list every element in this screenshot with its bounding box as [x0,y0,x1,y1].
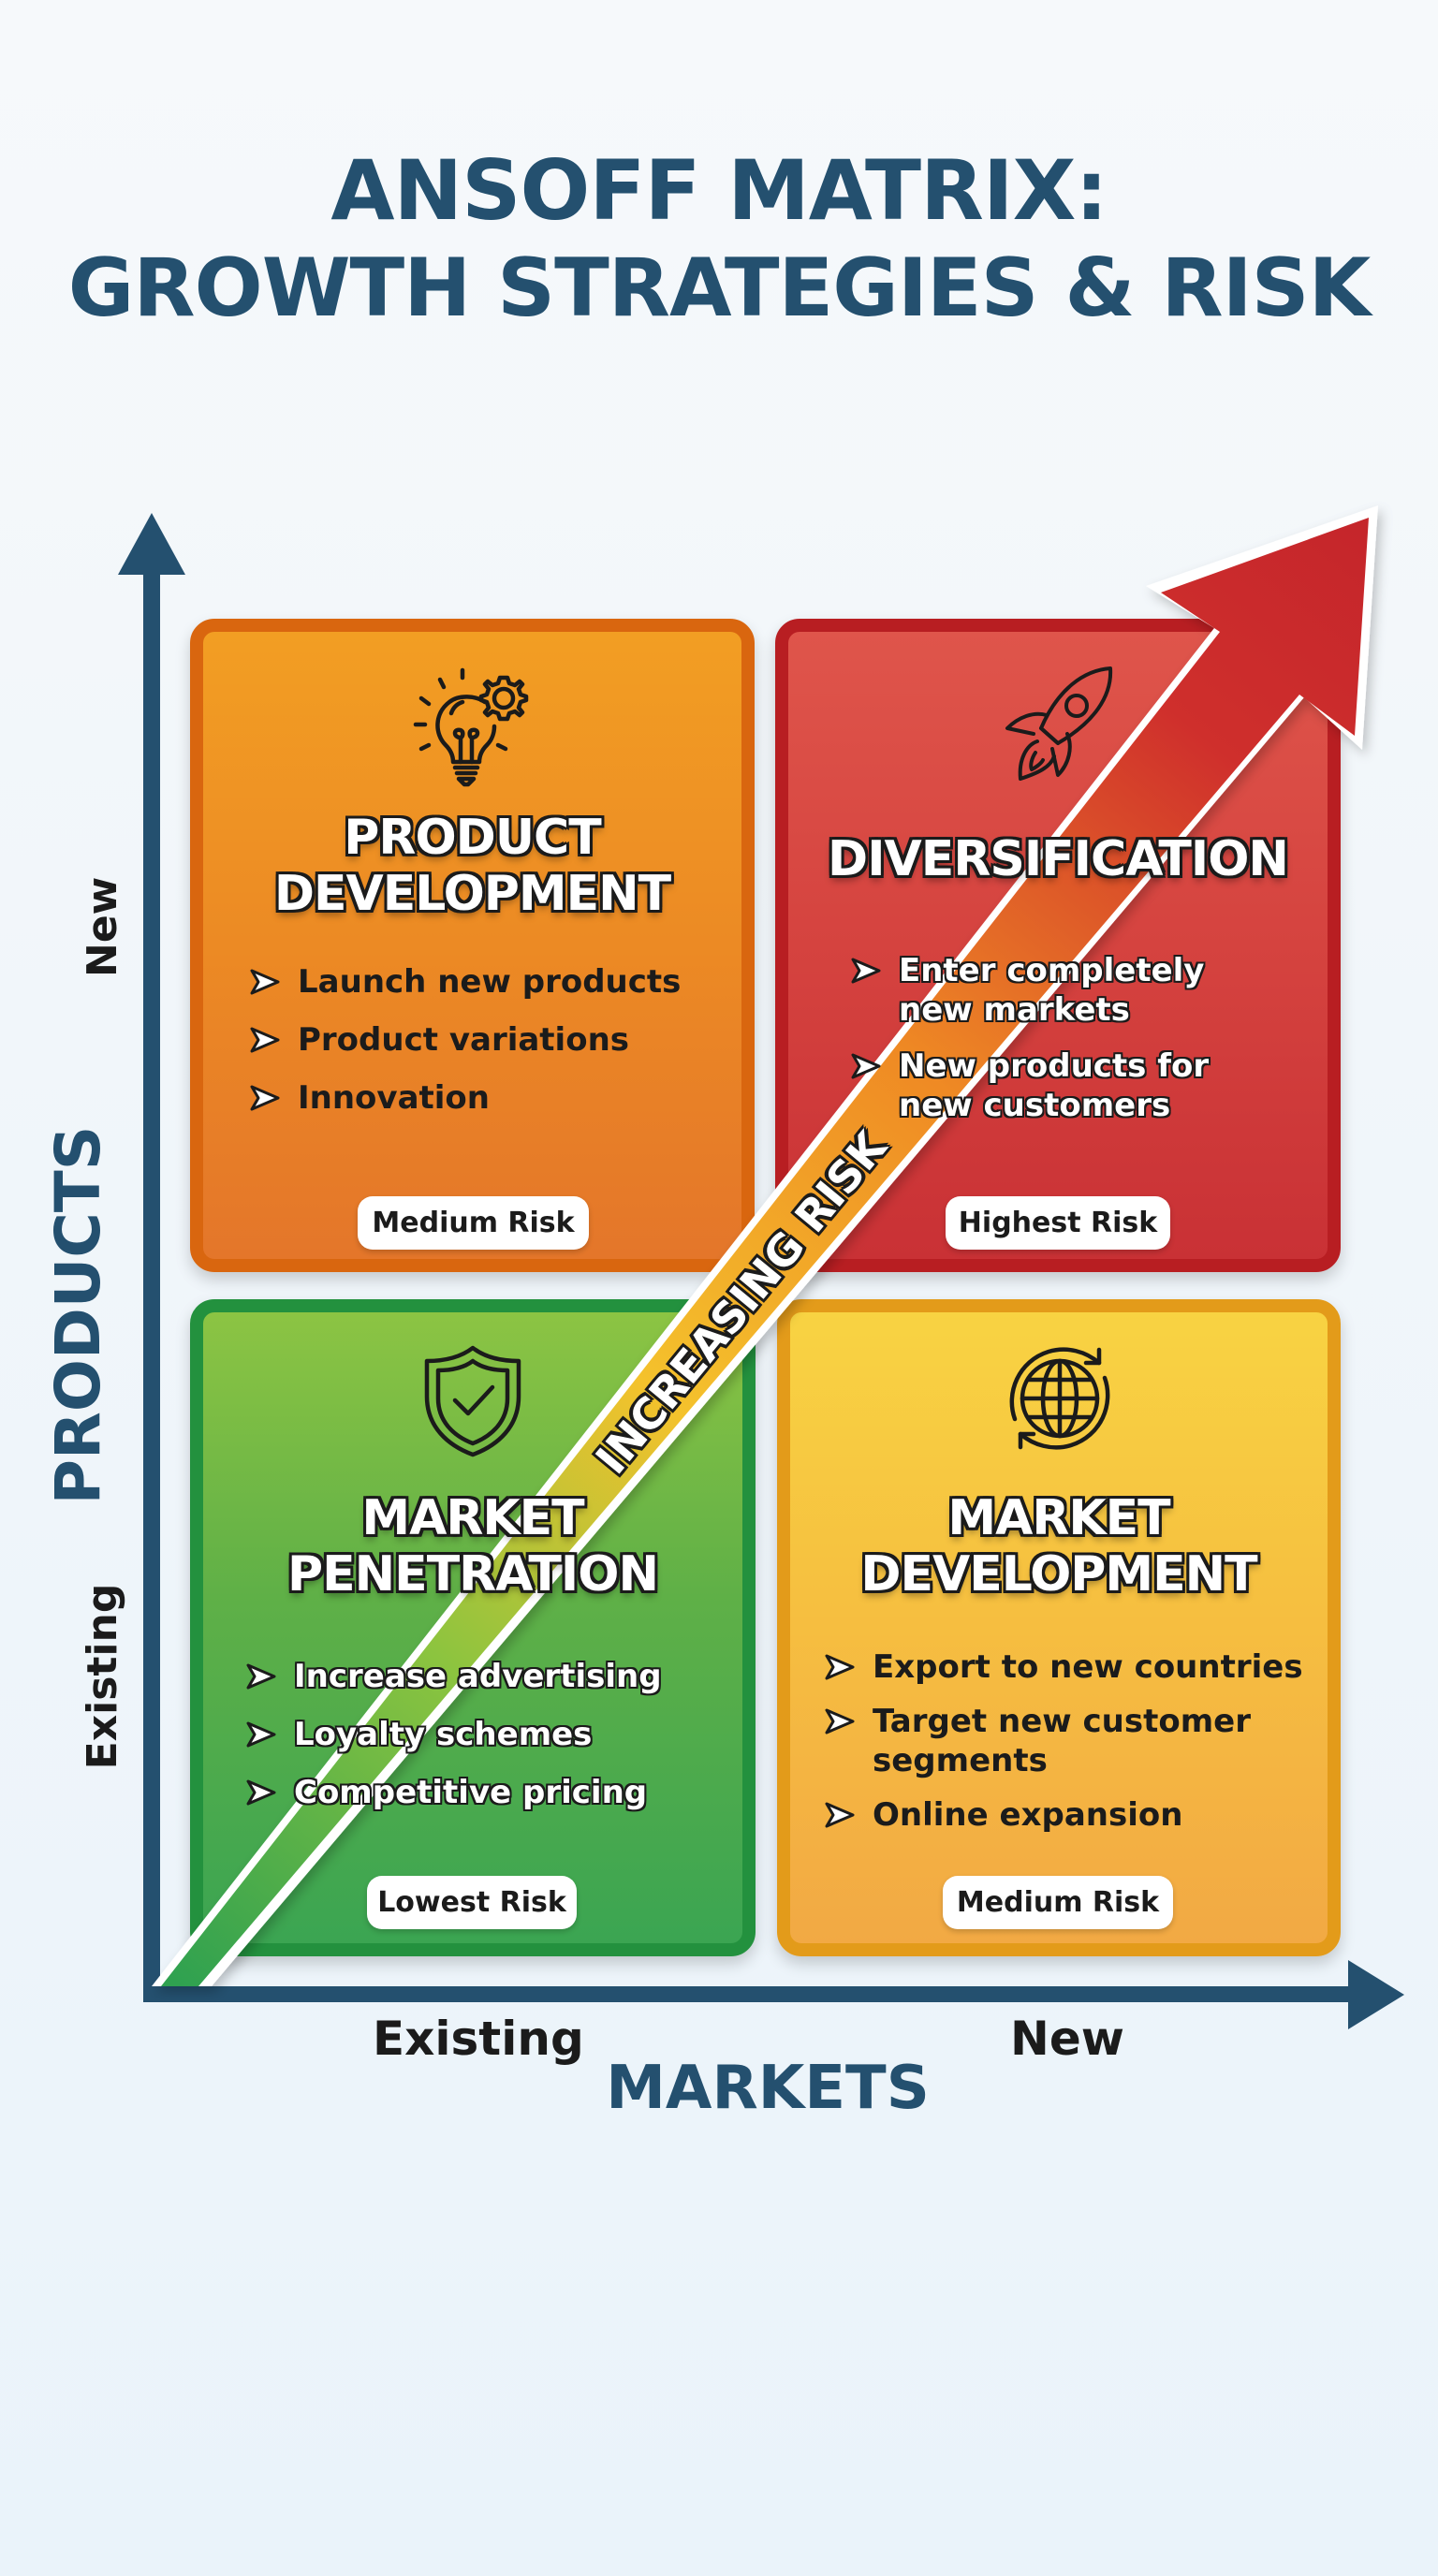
risk-badge-market-development: Medium Risk [943,1876,1173,1929]
globe-refresh-icon [1009,1347,1110,1450]
risk-badge-market-penetration: Lowest Risk [367,1876,577,1929]
bullet-list-diversification: Enter completely new markets New product… [850,951,1209,1125]
chevron-arrow-icon [246,1779,276,1806]
y-axis-title-products: PRODUCTS [42,1125,114,1505]
title-line-1: PRODUCT [344,810,601,866]
list-item: Export to new countries [824,1647,1303,1687]
quadrant-market-development [777,1299,1341,1956]
x-axis-label-new: New [1010,2012,1124,2066]
list-item: Product variations [249,1020,681,1060]
shield-check-icon [424,1345,521,1457]
y-axis-arrowhead-icon [118,513,185,575]
x-axis-label-existing: Existing [373,2012,584,2066]
title-line-1: MARKET [947,1490,1170,1546]
list-item: Increase advertising [245,1657,662,1696]
quadrant-title-diversification: DIVERSIFICATION [775,831,1341,887]
quadrant-title-market-penetration: MARKET PENETRATION [190,1490,756,1603]
risk-badge-product-development: Medium Risk [358,1196,589,1250]
y-axis-line [143,562,160,2001]
list-item: Innovation [249,1078,681,1118]
page-title-line-2: GROWTH STRATEGIES & RISK [67,242,1371,335]
list-item: Online expansion [824,1795,1303,1835]
x-axis-arrowhead-icon [1348,1960,1404,2029]
chevron-arrow-icon [825,1708,855,1734]
quadrant-title-product-development: PRODUCT DEVELOPMENT [190,810,755,922]
chevron-arrow-icon [851,958,881,984]
chevron-arrow-icon [246,1721,276,1748]
chevron-arrow-icon [250,1027,280,1053]
chevron-arrow-icon [250,1085,280,1111]
chevron-arrow-icon [246,1663,276,1690]
title-line-1: DIVERSIFICATION [828,831,1289,887]
title-line-2: DEVELOPMENT [860,1546,1257,1603]
bullet-list-product-development: Launch new products Product variations I… [249,962,681,1118]
chevron-arrow-icon [250,969,280,995]
chevron-arrow-icon [825,1654,855,1680]
list-item: Loyalty schemes [245,1715,662,1754]
chevron-arrow-icon [851,1053,881,1079]
list-item: Target new customer segments [824,1702,1303,1780]
list-item: Competitive pricing [245,1773,662,1812]
quadrant-title-market-development: MARKET DEVELOPMENT [777,1490,1341,1603]
risk-badge-diversification: Highest Risk [946,1196,1170,1250]
title-line-1: MARKET [361,1490,584,1546]
list-item: Launch new products [249,962,681,1002]
y-axis-label-existing: Existing [79,1583,126,1770]
lightbulb-gear-icon [413,667,529,787]
x-axis-title-markets: MARKETS [606,2054,930,2123]
rocket-icon [1005,666,1113,781]
title-line-2: DEVELOPMENT [273,866,671,922]
y-axis-label-new: New [79,876,126,977]
x-axis-line [143,1986,1370,2002]
bullet-list-market-development: Export to new countries Target new custo… [824,1647,1303,1835]
title-line-2: PENETRATION [287,1546,659,1603]
chevron-arrow-icon [825,1802,855,1828]
list-item: Enter completely new markets [850,951,1209,1030]
risk-arrow-body [161,518,1369,1986]
page-title-line-1: ANSOFF MATRIX: [330,142,1108,239]
quadrant-product-development [190,619,755,1272]
bullet-list-market-penetration: Increase advertising Loyalty schemes Com… [245,1657,662,1812]
list-item: New products for new customers [850,1046,1209,1125]
